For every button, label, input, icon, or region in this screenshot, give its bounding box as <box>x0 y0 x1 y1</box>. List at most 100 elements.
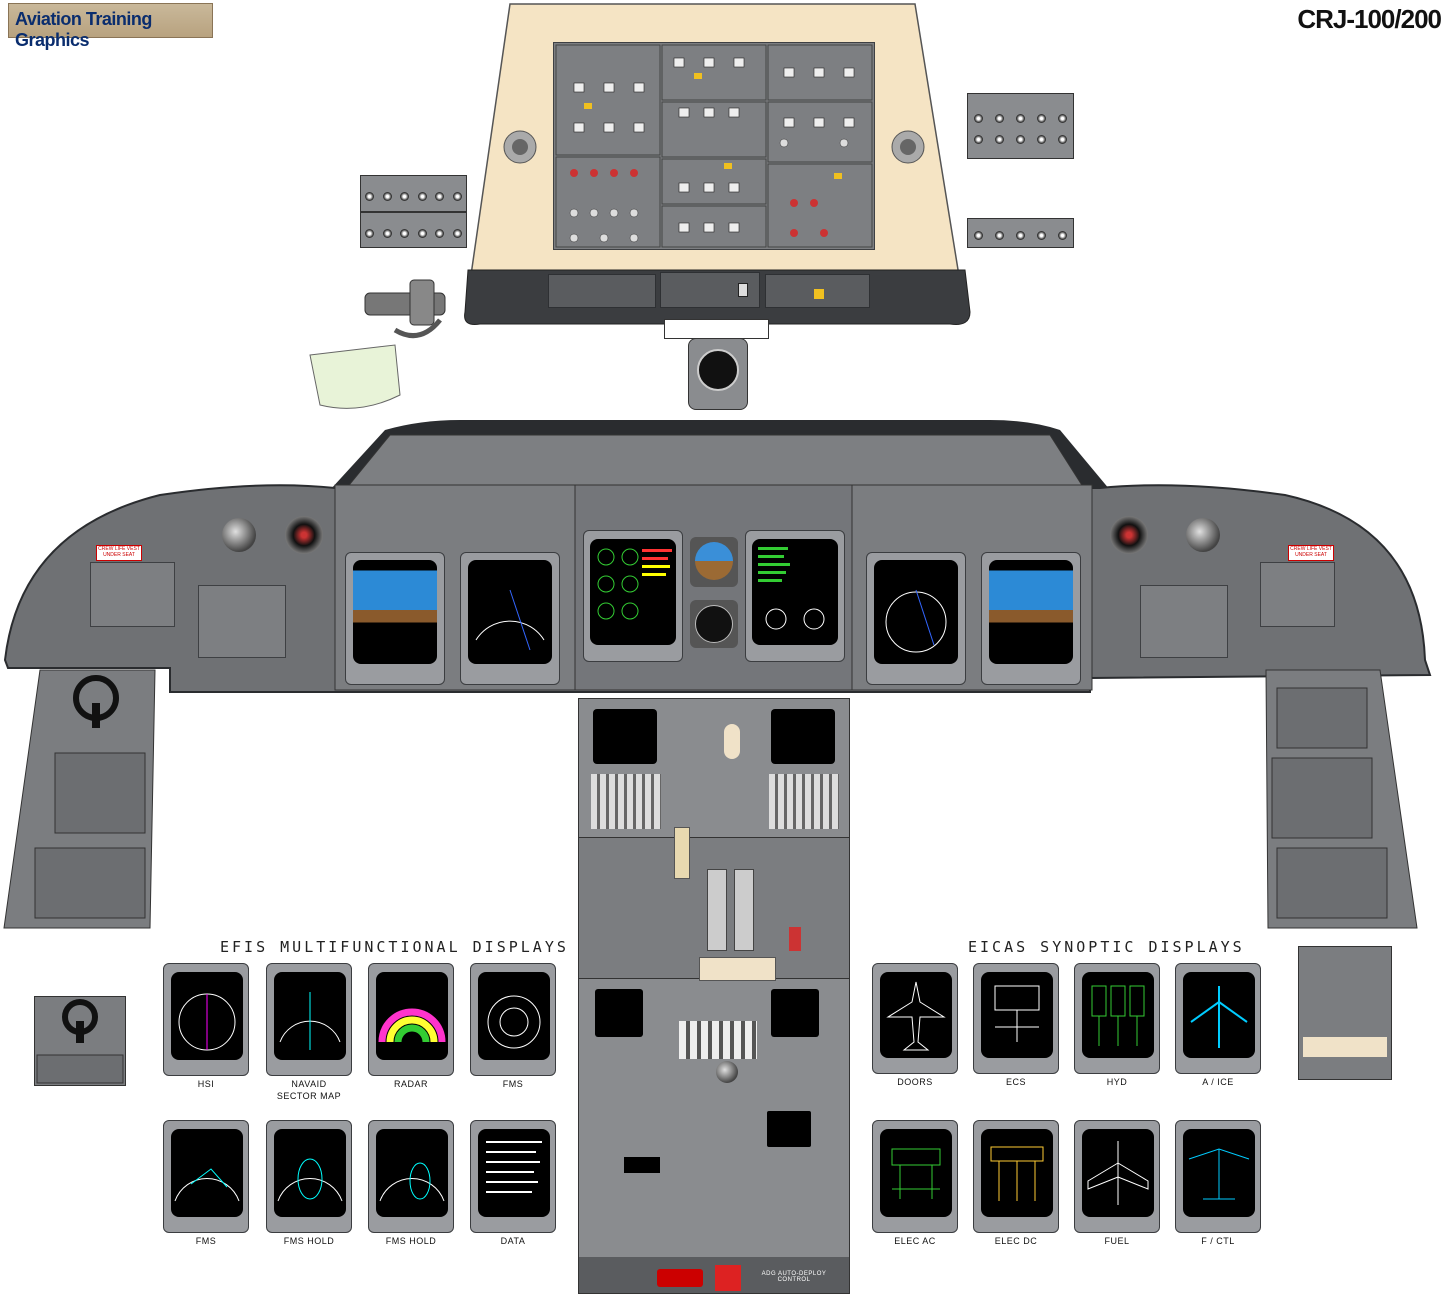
center-pedestal: ADG AUTO-DEPLOY CONTROL <box>578 698 850 1294</box>
status-light <box>814 289 824 299</box>
efis-display-radar <box>368 963 454 1076</box>
pedestal-bottom-panel: ADG AUTO-DEPLOY CONTROL <box>579 1257 849 1293</box>
efis-display-navaid <box>266 963 352 1076</box>
adg-label: ADG AUTO-DEPLOY CONTROL <box>761 1271 827 1283</box>
fo-mfd-screen <box>874 560 958 664</box>
right-clock <box>1110 516 1148 554</box>
left-radio-panel <box>198 585 286 658</box>
efis-label-navaid: NAVAID <box>291 1079 327 1089</box>
trim-control-panel[interactable] <box>679 1021 757 1059</box>
captain-pfd <box>345 552 445 685</box>
fo-pfd-screen <box>989 560 1073 664</box>
overhead-switch-grid <box>555 44 873 248</box>
brand-logo: Aviation Training Graphics <box>8 3 213 50</box>
left-side-console <box>3 669 156 929</box>
eicas-primary <box>583 530 683 662</box>
standby-altimeter <box>690 600 738 648</box>
fo-pfd <box>981 552 1081 685</box>
efis-label-fms-hold: FMS HOLD <box>283 1236 335 1246</box>
left-fms-keypad[interactable] <box>591 774 661 829</box>
efis-label-data: DATA <box>500 1236 526 1246</box>
trim-knob[interactable] <box>716 1061 738 1083</box>
eicas-label-doors: DOORS <box>897 1077 933 1087</box>
eicas-label-anti-ice: A / ICE <box>1202 1077 1234 1087</box>
compass-correction-card <box>664 319 769 339</box>
eicas-display-anti-ice <box>1175 963 1261 1074</box>
eicas-secondary <box>745 530 845 662</box>
hud-projector <box>309 279 446 409</box>
efis-section-title: EFIS MULTIFUNCTIONAL DISPLAYS <box>220 938 569 956</box>
efis-display-fms <box>470 963 556 1076</box>
side-panel-external-lts-2 <box>360 212 467 248</box>
flap-lever[interactable] <box>789 927 801 951</box>
right-fms-cdu-screen <box>771 709 835 764</box>
efis-display-fms-hold-2 <box>368 1120 454 1233</box>
aircraft-model-title: CRJ-100/200 <box>1297 4 1442 34</box>
adg-deploy-handle[interactable] <box>715 1265 741 1291</box>
eicas-label-flight-controls: F / CTL <box>1201 1236 1235 1246</box>
right-radio-tuning-screen <box>771 989 819 1037</box>
efis-display-fms-hold <box>266 1120 352 1233</box>
left-fms-cdu-screen <box>593 709 657 764</box>
left-life-vest-note: CREW LIFE VEST UNDER SEAT <box>96 545 142 561</box>
eicas-label-hyd: HYD <box>1106 1077 1128 1087</box>
standby-compass <box>688 338 748 410</box>
efis-label-hsi: HSI <box>197 1079 215 1089</box>
eicas-display-elec-ac <box>872 1120 958 1233</box>
side-panel-air-conditioning <box>967 93 1074 159</box>
right-fms-keypad[interactable] <box>769 774 839 829</box>
pfd-screen <box>353 560 437 664</box>
left-oxygen-mask-knob[interactable] <box>222 518 256 552</box>
eicas-primary-screen <box>590 539 676 645</box>
eicas-secondary-screen <box>752 539 838 645</box>
right-oxygen-mask-knob[interactable] <box>1186 518 1220 552</box>
brand-name: Aviation Training Graphics <box>15 9 152 50</box>
pass-signs-panel <box>765 274 870 308</box>
eicas-display-elec-dc <box>973 1120 1059 1233</box>
efis-label-sector-map: SECTOR MAP <box>276 1091 342 1101</box>
efis-label-radar: RADAR <box>393 1079 428 1089</box>
eicas-display-doors <box>872 963 958 1074</box>
passenger-sign-switch[interactable] <box>738 283 748 297</box>
right-life-vest-note: CREW LIFE VEST UNDER SEAT <box>1288 545 1334 561</box>
eicas-display-ecs <box>973 963 1059 1074</box>
efis-display-fms-2 <box>163 1120 249 1233</box>
eicas-label-fuel: FUEL <box>1104 1236 1130 1246</box>
efis-label-fms-hold-2: FMS HOLD <box>385 1236 437 1246</box>
eicas-display-hyd <box>1074 963 1160 1074</box>
audio-warning-panel <box>1298 946 1392 1080</box>
efis-label-fms-2: FMS <box>195 1236 217 1246</box>
left-lighting-panel <box>90 562 175 627</box>
thrust-lever-left[interactable] <box>707 869 727 951</box>
efis-display-data <box>470 1120 556 1233</box>
eicas-label-elec-ac: ELEC AC <box>894 1236 936 1246</box>
thrust-lever-handles[interactable] <box>699 957 776 981</box>
eicas-label-ecs: ECS <box>1005 1077 1026 1087</box>
fo-mfd <box>866 552 966 685</box>
thrust-lever-right[interactable] <box>734 869 754 951</box>
eicas-display-fuel <box>1074 1120 1160 1233</box>
right-lighting-panel <box>1260 562 1335 627</box>
right-side-console <box>1265 669 1418 929</box>
efis-label-fms: FMS <box>502 1079 524 1089</box>
gear-pull-handle[interactable] <box>657 1269 703 1287</box>
speed-brake-lever[interactable] <box>674 827 690 879</box>
engine-oil-level-panel <box>34 996 126 1086</box>
left-radio-tuning-screen <box>595 989 643 1037</box>
right-radio-panel <box>1140 585 1228 658</box>
eicas-section-title: EICAS SYNOPTIC DISPLAYS <box>968 938 1245 956</box>
landing-lights-panel <box>548 274 656 308</box>
elt-panel <box>660 272 760 308</box>
side-panel-external-lts-1 <box>360 175 467 212</box>
eicas-label-elec-dc: ELEC DC <box>994 1236 1038 1246</box>
eicas-display-flight-controls <box>1175 1120 1261 1233</box>
standby-attitude-indicator <box>690 537 738 587</box>
gear-lever[interactable] <box>724 724 740 759</box>
overhead-systems-panel <box>553 42 875 250</box>
left-clock <box>285 516 323 554</box>
captain-mfd <box>460 552 560 685</box>
side-panel-misc-lts <box>967 218 1074 248</box>
compass-dial <box>697 349 739 391</box>
mfd-screen <box>468 560 552 664</box>
efis-display-hsi <box>163 963 249 1076</box>
